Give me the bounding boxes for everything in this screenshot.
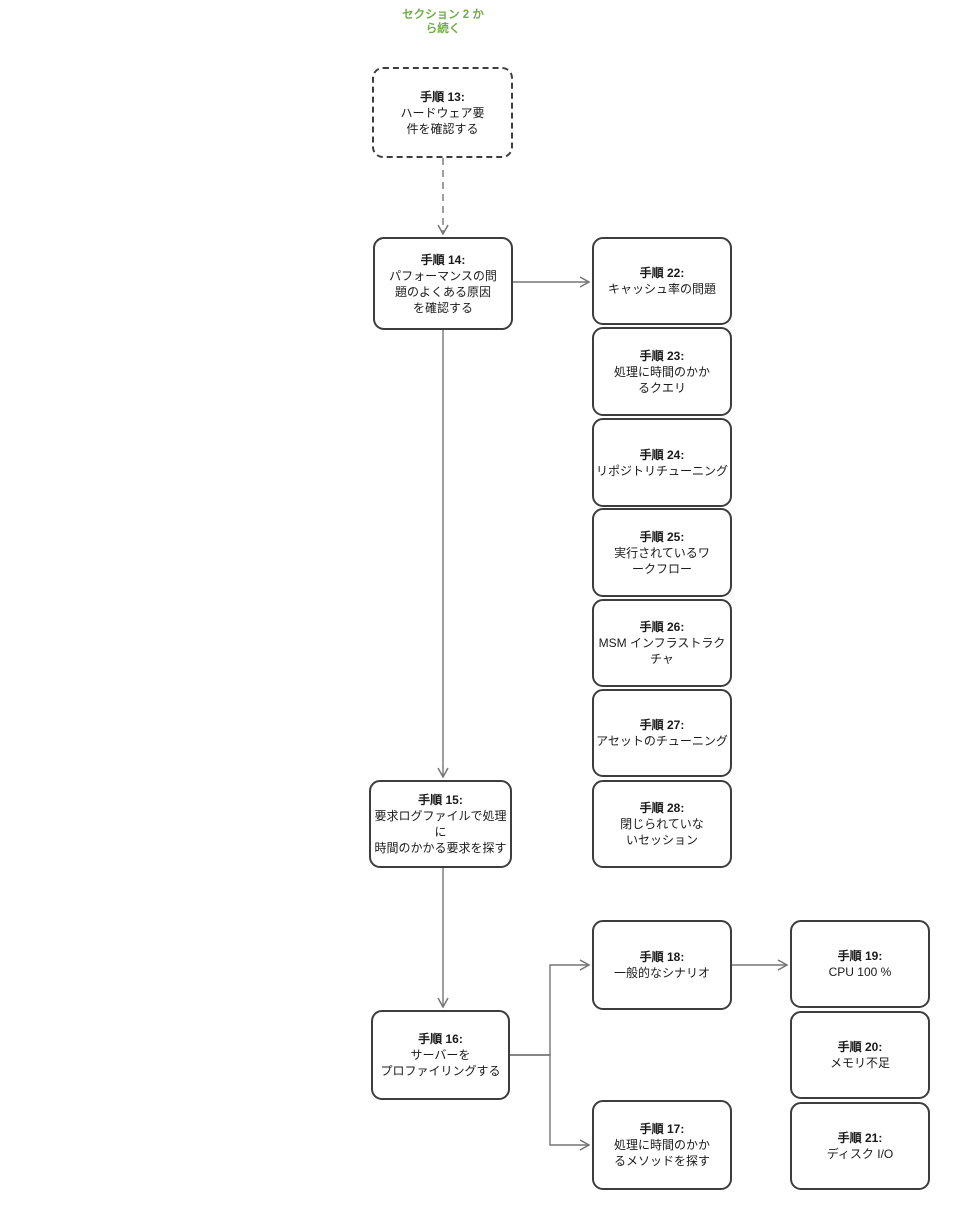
node-body-step-17: 処理に時間のかか るメソッドを探す <box>613 1138 710 1168</box>
node-title-step-23: 手順 23: <box>639 348 685 363</box>
flow-node-step-19[interactable]: 手順 19: CPU 100 % <box>790 920 930 1008</box>
flow-node-step-21[interactable]: 手順 21: ディスク I/O <box>790 1102 930 1190</box>
node-title-step-20: 手順 20: <box>837 1040 883 1054</box>
node-body-step-14: パフォーマンスの問 題のよくある原因 を確認する <box>389 268 497 315</box>
flow-node-step-25[interactable]: 手順 25:実行されているワ ークフロー <box>592 508 732 597</box>
node-body-step-22: キャッシュ率の問題 <box>607 282 716 296</box>
node-body-step-16: サーバーを プロファイリングする <box>380 1048 501 1078</box>
node-title-step-18: 手順 18: <box>639 950 685 964</box>
flow-node-step-17[interactable]: 手順 17: 処理に時間のかか るメソッドを探す <box>592 1100 732 1190</box>
node-body-step-28: 閉じられていな いセッション <box>620 817 704 847</box>
node-title-step-16: 手順 16: <box>418 1032 463 1046</box>
flow-node-step-22[interactable]: 手順 22: キャッシュ率の問題 <box>592 237 732 325</box>
flow-node-step-24[interactable]: 手順 24:リポジトリチューニング <box>592 418 732 507</box>
flow-node-step-27[interactable]: 手順 27: アセットのチューニング <box>592 689 732 777</box>
node-body-step-15: 要求ログファイルで処理に 時間のかかる要求を探す <box>374 809 507 855</box>
node-body-step-19: CPU 100 % <box>828 965 892 979</box>
flow-node-step-26[interactable]: 手順 26: MSM インフラストラクチャ <box>592 599 732 687</box>
node-title-step-24: 手順 24: <box>639 447 685 462</box>
node-title-step-25: 手順 25: <box>639 529 685 544</box>
flow-node-step-28[interactable]: 手順 28: 閉じられていな いセッション <box>592 780 732 868</box>
node-title-step-15: 手順 15: <box>418 793 463 807</box>
node-title-step-22: 手順 22: <box>639 266 685 280</box>
node-body-step-21: ディスク I/O <box>826 1147 894 1161</box>
node-title-step-17: 手順 17: <box>639 1122 685 1136</box>
flow-node-step-14[interactable]: 手順 14:パフォーマンスの問 題のよくある原因 を確認する <box>373 237 513 330</box>
connector-step16-to-step17 <box>510 1054 591 1151</box>
flow-node-step-20[interactable]: 手順 20: メモリ不足 <box>790 1011 930 1099</box>
node-title-step-21: 手順 21: <box>837 1131 883 1145</box>
node-body-step-23: 処理に時間のかか るクエリ <box>613 364 710 395</box>
node-body-step-27: アセットのチューニング <box>596 734 728 748</box>
node-body-step-24: リポジトリチューニング <box>595 463 728 478</box>
node-body-step-13: ハードウェア要 件を確認する <box>400 105 485 136</box>
node-body-step-18: 一般的なシナリオ <box>613 966 710 980</box>
node-body-step-25: 実行されているワ ークフロー <box>614 545 710 576</box>
node-title-step-14: 手順 14: <box>420 252 466 267</box>
node-body-step-20: メモリ不足 <box>829 1056 890 1070</box>
flow-node-step-15[interactable]: 手順 15: 要求ログファイルで処理に 時間のかかる要求を探す <box>369 780 512 868</box>
flow-node-step-16[interactable]: 手順 16: サーバーを プロファイリングする <box>371 1010 510 1100</box>
flow-node-step-13[interactable]: 手順 13:ハードウェア要 件を確認する <box>372 67 513 158</box>
node-title-step-28: 手順 28: <box>639 801 685 815</box>
continuation-label: セクション 2 か ら続く <box>402 9 484 35</box>
node-title-step-27: 手順 27: <box>639 718 685 732</box>
node-title-step-26: 手順 26: <box>639 620 685 634</box>
node-title-step-13: 手順 13: <box>420 89 465 104</box>
node-title-step-19: 手順 19: <box>837 949 883 963</box>
node-body-step-26: MSM インフラストラクチャ <box>598 636 726 666</box>
connector-step16-to-step18 <box>510 959 591 1056</box>
flow-node-step-18[interactable]: 手順 18: 一般的なシナリオ <box>592 920 732 1010</box>
flow-node-step-23[interactable]: 手順 23:処理に時間のかか るクエリ <box>592 327 732 416</box>
